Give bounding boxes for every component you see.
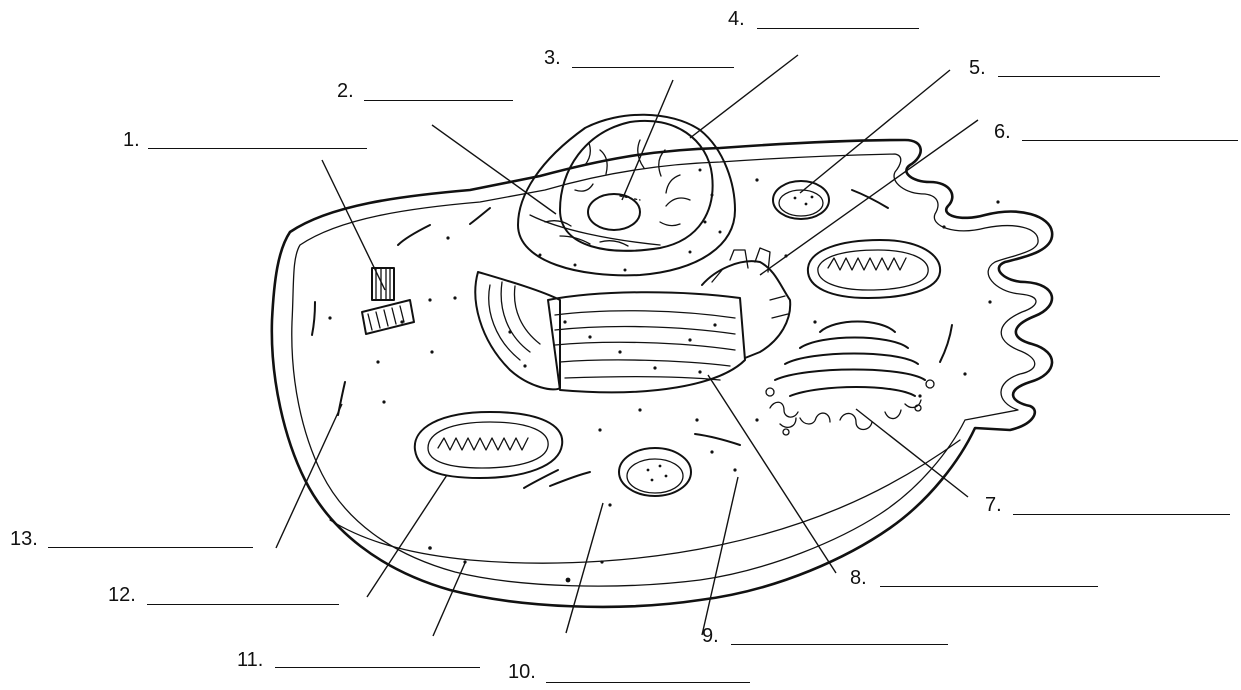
smooth-endoplasmic-reticulum	[702, 248, 790, 358]
label-11-number: 11.	[237, 649, 263, 671]
label-8-blank[interactable]	[880, 586, 1098, 587]
label-6-number: 6.	[994, 121, 1011, 143]
label-3-number: 3.	[544, 47, 561, 69]
rough-endoplasmic-reticulum	[475, 272, 745, 392]
nucleus	[518, 115, 735, 276]
cell-membrane-inner	[292, 154, 1038, 586]
label-12-number: 12.	[108, 584, 136, 606]
cell-membrane-outer	[272, 140, 1052, 607]
label-8-number: 8.	[850, 567, 867, 589]
label-7-blank[interactable]	[1013, 514, 1230, 515]
centrioles	[362, 268, 414, 334]
label-5-number: 5.	[969, 57, 986, 79]
golgi-apparatus	[766, 322, 934, 436]
label-7-number: 7.	[985, 494, 1002, 516]
label-9-number: 9.	[702, 625, 719, 647]
label-leader-lines	[276, 55, 978, 636]
label-5-blank[interactable]	[998, 76, 1160, 77]
label-3-blank[interactable]	[572, 67, 734, 68]
label-13-number: 13.	[10, 528, 38, 550]
nucleolus	[588, 194, 640, 230]
label-1-number: 1.	[123, 129, 140, 151]
label-11-blank[interactable]	[275, 667, 480, 668]
vesicle-upper	[773, 181, 829, 219]
label-10-blank[interactable]	[546, 682, 750, 683]
label-10-number: 10.	[508, 661, 536, 683]
vesicle-lower	[619, 448, 691, 496]
label-4-number: 4.	[728, 8, 745, 30]
label-6-blank[interactable]	[1022, 140, 1238, 141]
mitochondrion-upper	[808, 240, 940, 298]
label-1-blank[interactable]	[148, 148, 367, 149]
label-2-number: 2.	[337, 80, 354, 102]
label-4-blank[interactable]	[757, 28, 919, 29]
label-12-blank[interactable]	[147, 604, 339, 605]
microfilaments	[312, 190, 952, 488]
label-9-blank[interactable]	[731, 644, 948, 645]
label-2-blank[interactable]	[364, 100, 513, 101]
mitochondrion-lower	[415, 412, 562, 478]
label-13-blank[interactable]	[48, 547, 253, 548]
